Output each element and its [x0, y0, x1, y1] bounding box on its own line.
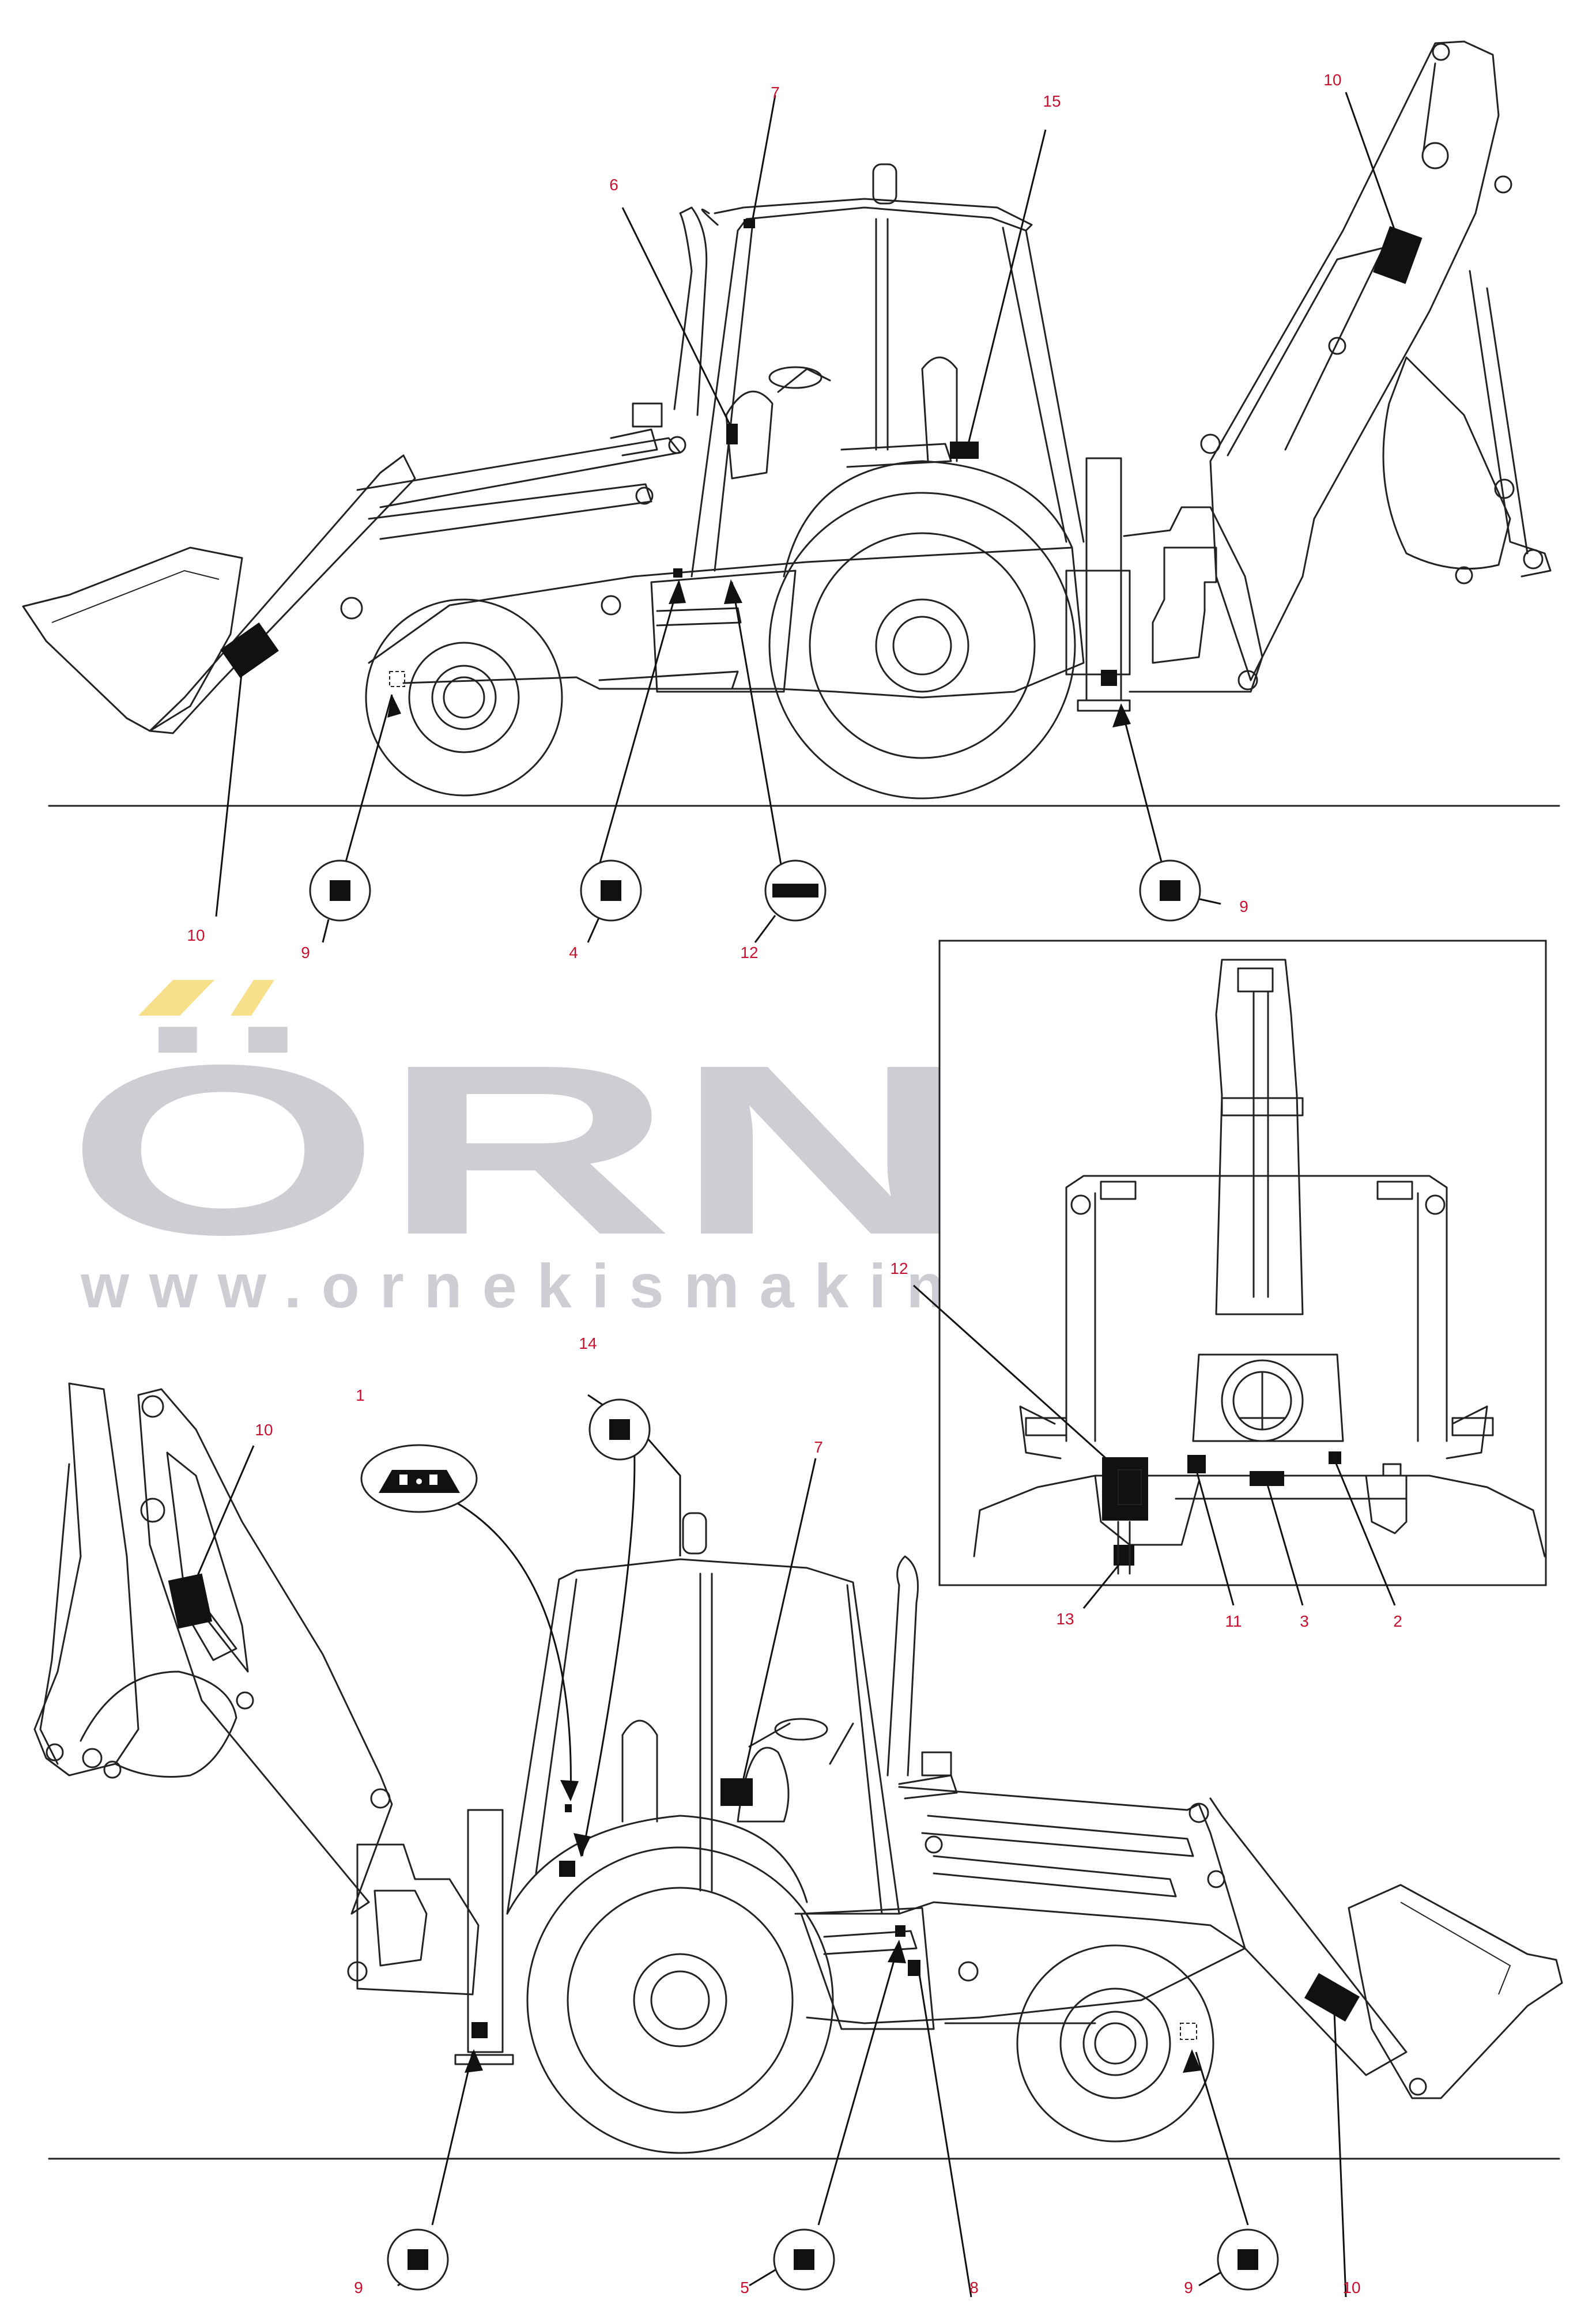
decal-10-loader-bottom [1304, 1973, 1360, 2022]
inset-frame [938, 940, 1547, 1586]
backhoe-boom [1209, 40, 1500, 681]
backhoe-side-view-top [22, 40, 1560, 943]
cab-bottom [506, 1558, 900, 1915]
stabilizer-leg [1085, 457, 1122, 702]
decal-2 [1329, 1451, 1341, 1464]
callout-10-top-boom: 10 [1323, 71, 1341, 89]
callout-14: 14 [579, 1334, 597, 1352]
callout-3: 3 [1300, 1612, 1309, 1630]
decal-9-stabilizer-top [1101, 670, 1117, 686]
rear-view-inset [912, 940, 1547, 1609]
decal-7-bottom [720, 1778, 753, 1806]
backhoe-side-view-bottom [33, 1382, 1563, 2298]
callout-7-top: 7 [771, 84, 780, 101]
decal-10-loader-top [220, 622, 279, 678]
backhoe-boom-bottom [137, 1388, 393, 1915]
loader-bucket [22, 546, 243, 732]
decal-14 [559, 1861, 575, 1877]
front-wheel-bottom [1016, 1944, 1214, 2143]
loader-arm-bottom [898, 1786, 1408, 2076]
callout-9-top-rear: 9 [1239, 897, 1248, 915]
front-wheel [365, 598, 563, 797]
callout-10-top-loader: 10 [187, 926, 205, 944]
decal-9-stabilizer-bottom [471, 2022, 488, 2038]
rear-wheel [768, 492, 1076, 799]
backhoe-bucket-bottom [33, 1382, 139, 1777]
stabilizer-leg-bottom [467, 1809, 504, 2053]
callout-7-bottom: 7 [814, 1438, 823, 1456]
exhaust-stack [673, 206, 708, 416]
callout-10-bottom-loader: 10 [1342, 2279, 1360, 2296]
decal-6 [726, 424, 738, 444]
steering-wheel-rear [1221, 1359, 1304, 1442]
callout-5: 5 [740, 2279, 749, 2296]
callout-12-inset: 12 [890, 1259, 908, 1277]
callout-2: 2 [1393, 1612, 1402, 1630]
callout-labels: 7 15 10 6 10 9 4 12 9 12 13 11 3 2 14 1 … [187, 71, 1402, 2296]
rear-wheel-bottom [526, 1846, 834, 2154]
watermark-accent-left [138, 980, 214, 1016]
decal-8 [908, 1960, 920, 1976]
callout-9-bottom-rear: 9 [354, 2279, 363, 2296]
decal-1-location [565, 1804, 572, 1812]
callout-12-top: 12 [740, 944, 758, 961]
callout-9-bottom-front: 9 [1184, 2279, 1193, 2296]
decal-13 [1114, 1545, 1134, 1566]
watermark-accent-right [231, 980, 274, 1016]
callout-6: 6 [609, 176, 618, 194]
decal-4-location [673, 568, 682, 578]
loader-bucket-bottom [1348, 1884, 1563, 2099]
decal-10-boom-bottom [168, 1573, 213, 1629]
decal-15 [950, 442, 979, 459]
callout-11: 11 [1225, 1612, 1242, 1630]
callout-15: 15 [1043, 92, 1061, 110]
chassis-top [368, 546, 1085, 699]
callout-8: 8 [969, 2279, 979, 2296]
decal-5-location [895, 1925, 905, 1937]
callout-10-bottom-boom: 10 [255, 1421, 273, 1439]
callout-9-top-front: 9 [301, 944, 310, 961]
loader-arm [149, 454, 416, 734]
decal-10-boom-top [1373, 226, 1423, 284]
callout-1: 1 [356, 1386, 365, 1404]
decal-12-inset [1102, 1457, 1148, 1521]
callout-4: 4 [569, 944, 578, 961]
decal-7-top [744, 219, 755, 228]
callout-13: 13 [1056, 1610, 1074, 1628]
backhoe-bucket [1382, 356, 1511, 570]
